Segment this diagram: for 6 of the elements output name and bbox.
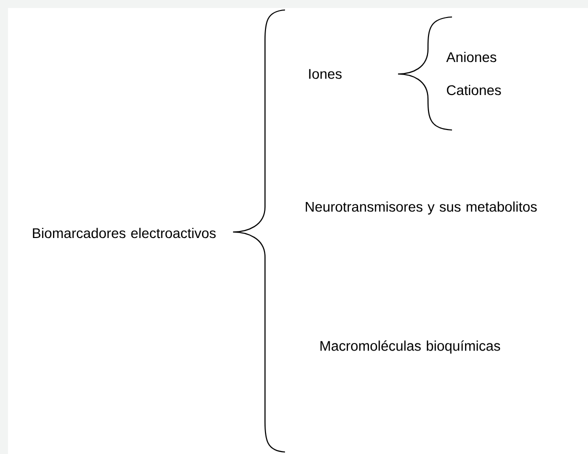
label: Aniones [446, 52, 496, 62]
label: Macromoléculas bioquímicas [320, 340, 500, 354]
label: Cationes [446, 84, 501, 96]
label: Biomarcadores electroactivos [32, 228, 216, 238]
label: Iones [309, 69, 342, 79]
label: Neurotransmisores y sus metabolitos [306, 201, 537, 215]
